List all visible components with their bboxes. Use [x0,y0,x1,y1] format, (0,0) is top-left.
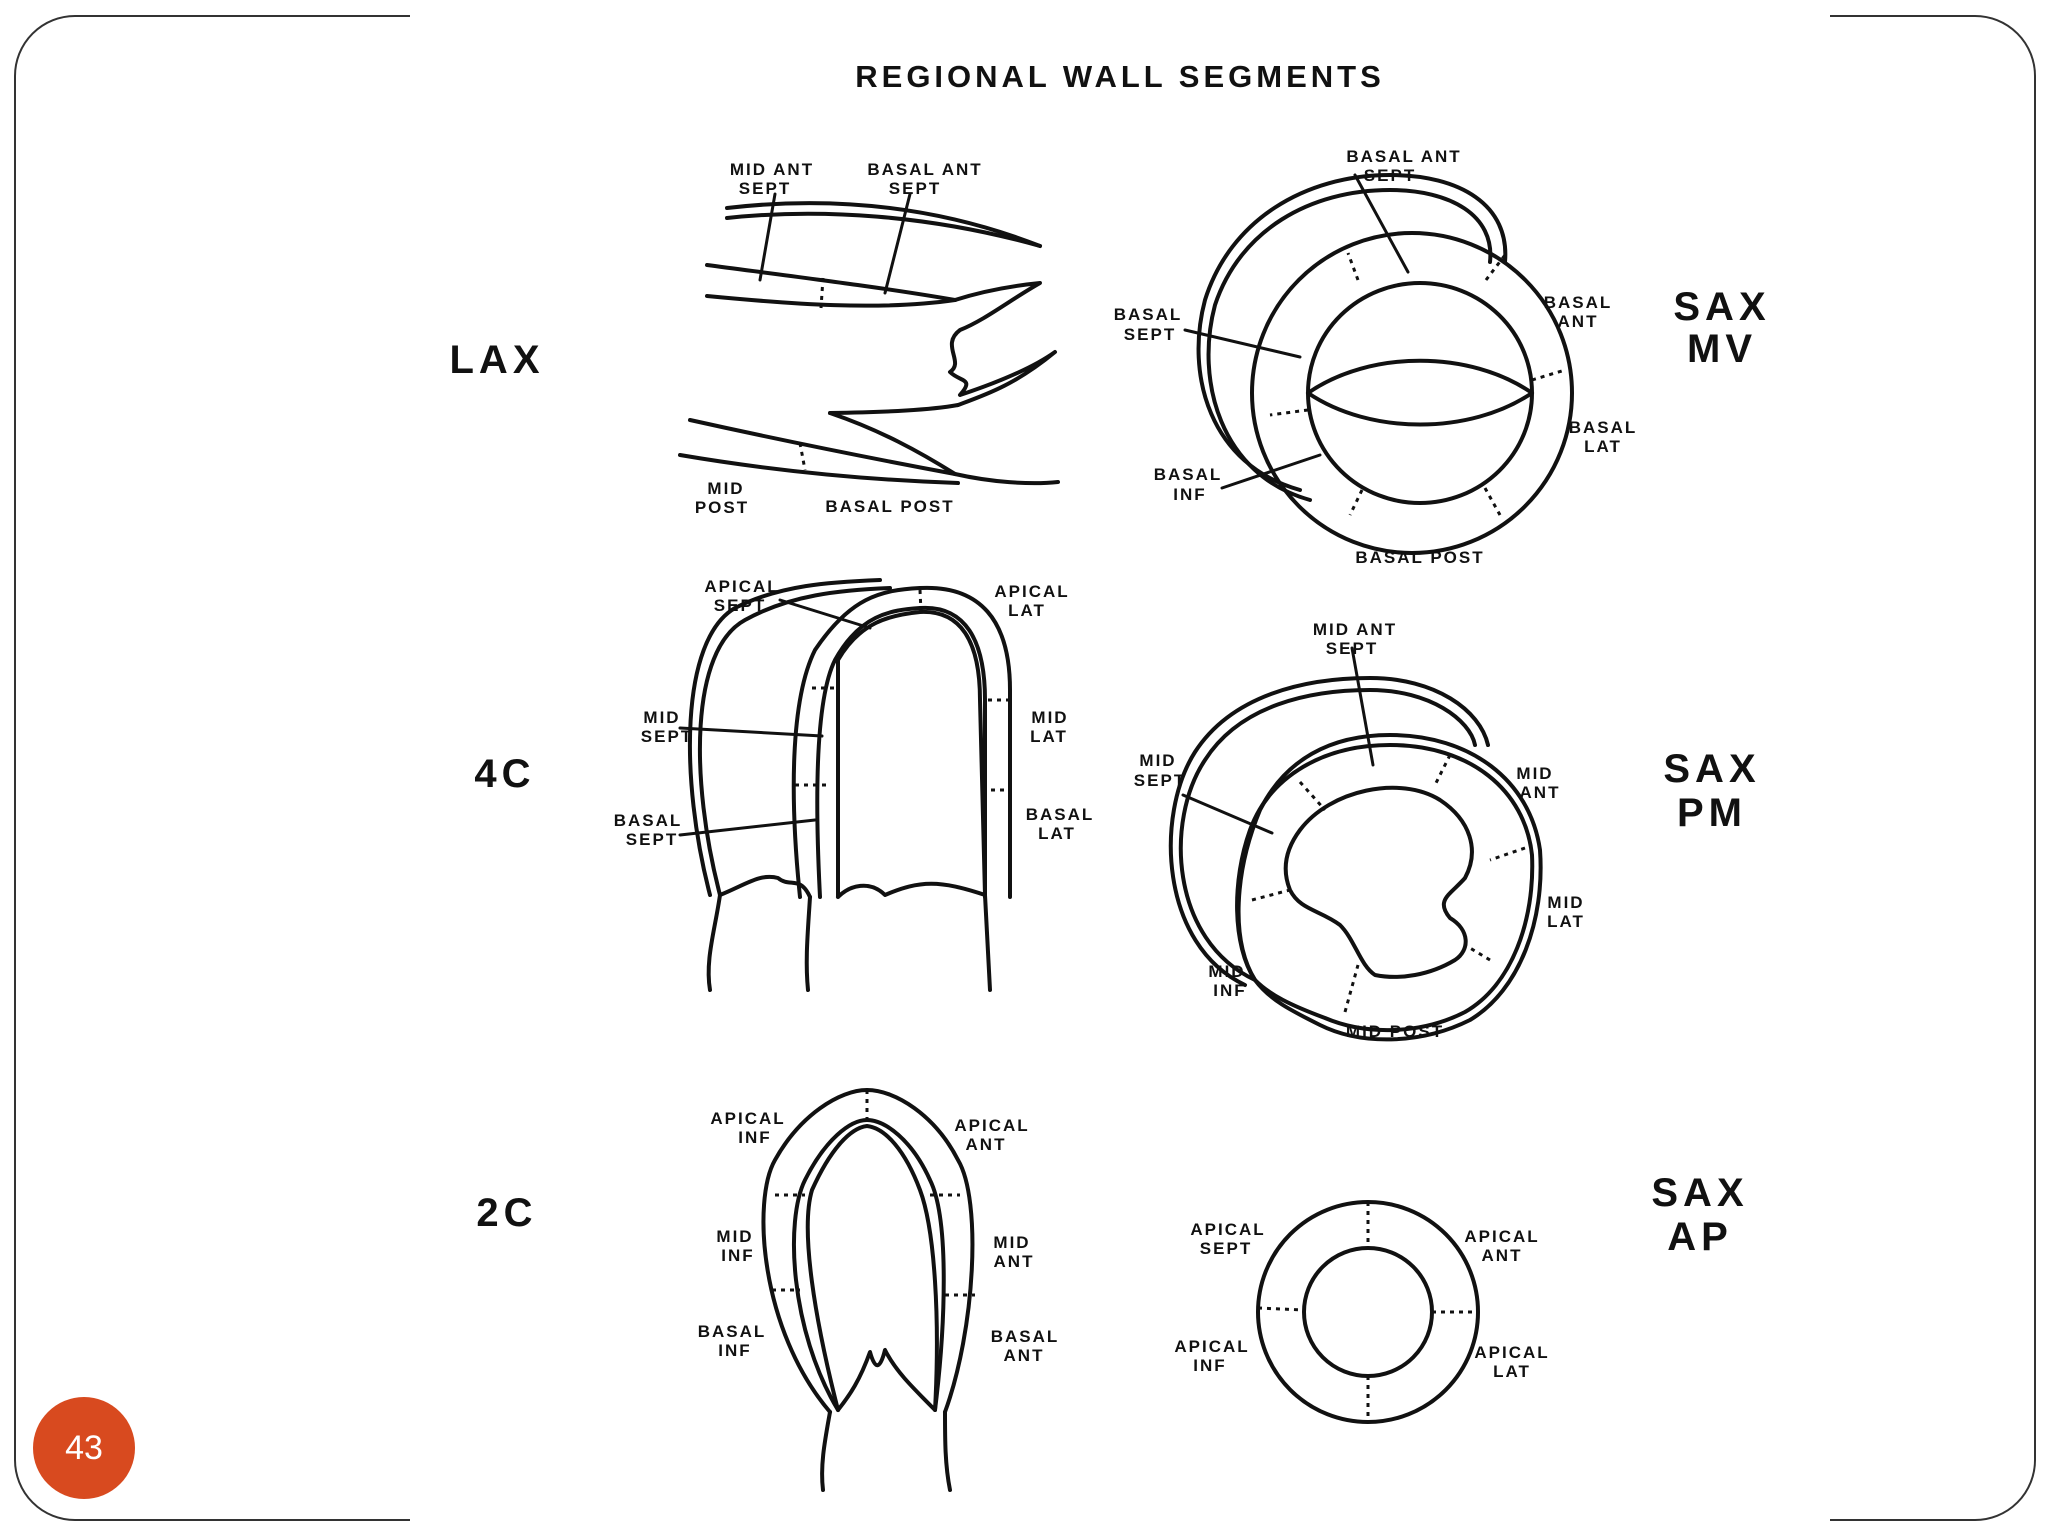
sax-mv-label-basal-inf-2: INF [1173,485,1206,504]
sax-pm-label-mid-ant-sept-2: SEPT [1326,639,1378,658]
sax-mv-label-basal-ant-sept-2: SEPT [1364,166,1416,185]
c2-drawing [761,1088,975,1492]
c4-label-apical-lat-1: APICAL [994,582,1069,601]
lax-label-mid-ant-sept-2: SEPT [739,179,791,198]
sax-mv-label-basal-post: BASAL POST [1355,548,1484,567]
view-label-sax-ap-2: AP [1667,1215,1733,1259]
sax-pm-label-mid-sept-2: SEPT [1134,771,1186,790]
view-label-2c: 2C [476,1191,537,1235]
sax-pm-label-mid-post: MID POST [1346,1022,1444,1041]
sax-ap-label-apical-sept-1: APICAL [1190,1220,1265,1239]
c2-label-basal-ant-1: BASAL [991,1327,1060,1346]
c2-label-apical-ant-2: ANT [966,1135,1007,1154]
sax-pm-label-mid-ant-sept-1: MID ANT [1313,620,1397,639]
sax-ap-label-apical-inf-1: APICAL [1174,1337,1249,1356]
lax-label-mid-ant-sept-1: MID ANT [730,160,814,179]
c4-label-apical-sept-1: APICAL [704,577,779,596]
c4-label-basal-lat-2: LAT [1038,824,1076,843]
c4-drawing [678,578,1012,992]
c2-label-apical-ant-1: APICAL [954,1116,1029,1135]
diagram-title: REGIONAL WALL SEGMENTS [855,59,1385,94]
c4-label-basal-sept-2: SEPT [626,830,678,849]
sax-pm-label-mid-inf-2: INF [1213,981,1246,1000]
sax-pm-label-mid-ant-1: MID [1516,764,1553,783]
sax-ap-label-apical-sept-2: SEPT [1200,1239,1252,1258]
lax-drawing [678,192,1060,486]
sax-ap-label-apical-lat-2: LAT [1493,1362,1531,1381]
c4-label-basal-lat-1: BASAL [1026,805,1095,824]
c4-label-mid-sept-1: MID [643,708,680,727]
c2-label-basal-inf-1: BASAL [698,1322,767,1341]
sax-mv-label-basal-ant-sept-1: BASAL ANT [1346,147,1461,166]
sax-pm-label-mid-ant-2: ANT [1520,783,1561,802]
sax-mv-label-basal-ant-1: BASAL [1544,293,1613,312]
lax-label-basal-ant-sept-1: BASAL ANT [867,160,982,179]
sax-ap-label-apical-ant-1: APICAL [1464,1227,1539,1246]
sax-pm-label-mid-inf-1: MID [1208,962,1245,981]
c2-label-mid-ant-2: ANT [994,1252,1035,1271]
c2-label-mid-ant-1: MID [993,1233,1030,1252]
sax-pm-label-mid-sept-1: MID [1139,751,1176,770]
lax-label-mid-post-2: POST [695,498,749,517]
sax-ap-drawing [1256,1200,1480,1424]
sax-pm-label-mid-lat-2: LAT [1547,912,1585,931]
sax-mv-drawing [1183,173,1574,555]
c2-label-mid-inf-1: MID [716,1227,753,1246]
c2-label-basal-inf-2: INF [718,1341,751,1360]
view-label-4c: 4C [474,752,535,796]
c2-label-basal-ant-2: ANT [1004,1346,1045,1365]
c4-label-apical-lat-2: LAT [1008,601,1046,620]
sax-mv-label-basal-lat-2: LAT [1584,437,1622,456]
view-label-sax-ap-1: SAX [1651,1171,1748,1215]
lax-label-basal-post: BASAL POST [825,497,954,516]
view-label-sax-mv-2: MV [1687,327,1757,371]
c4-label-mid-sept-2: SEPT [641,727,693,746]
frame-border [14,15,2036,1521]
c4-label-basal-sept-1: BASAL [614,811,683,830]
c2-label-mid-inf-2: INF [721,1246,754,1265]
page-number-badge: 43 [33,1397,135,1499]
sax-pm-drawing [1168,646,1543,1042]
view-label-sax-pm-2: PM [1677,791,1747,835]
sax-mv-label-basal-sept-2: SEPT [1124,325,1176,344]
view-label-lax: LAX [450,338,545,382]
sax-mv-label-basal-lat-1: BASAL [1569,418,1638,437]
sax-pm-label-mid-lat-1: MID [1547,893,1584,912]
sax-mv-label-basal-sept-1: BASAL [1114,305,1183,324]
lax-label-basal-ant-sept-2: SEPT [889,179,941,198]
sax-ap-label-apical-inf-2: INF [1193,1356,1226,1375]
c4-label-apical-sept-2: SEPT [714,596,766,615]
sax-mv-label-basal-ant-2: ANT [1558,312,1599,331]
c2-label-apical-inf-1: APICAL [710,1109,785,1128]
c4-label-mid-lat-1: MID [1031,708,1068,727]
lax-label-mid-post-1: MID [707,479,744,498]
c4-label-mid-lat-2: LAT [1030,727,1068,746]
sax-mv-label-basal-inf-1: BASAL [1154,465,1223,484]
view-label-sax-pm-1: SAX [1663,747,1760,791]
view-label-sax-mv-1: SAX [1673,285,1770,329]
c2-label-apical-inf-2: INF [738,1128,771,1147]
sax-ap-label-apical-ant-2: ANT [1482,1246,1523,1265]
sax-ap-label-apical-lat-1: APICAL [1474,1343,1549,1362]
